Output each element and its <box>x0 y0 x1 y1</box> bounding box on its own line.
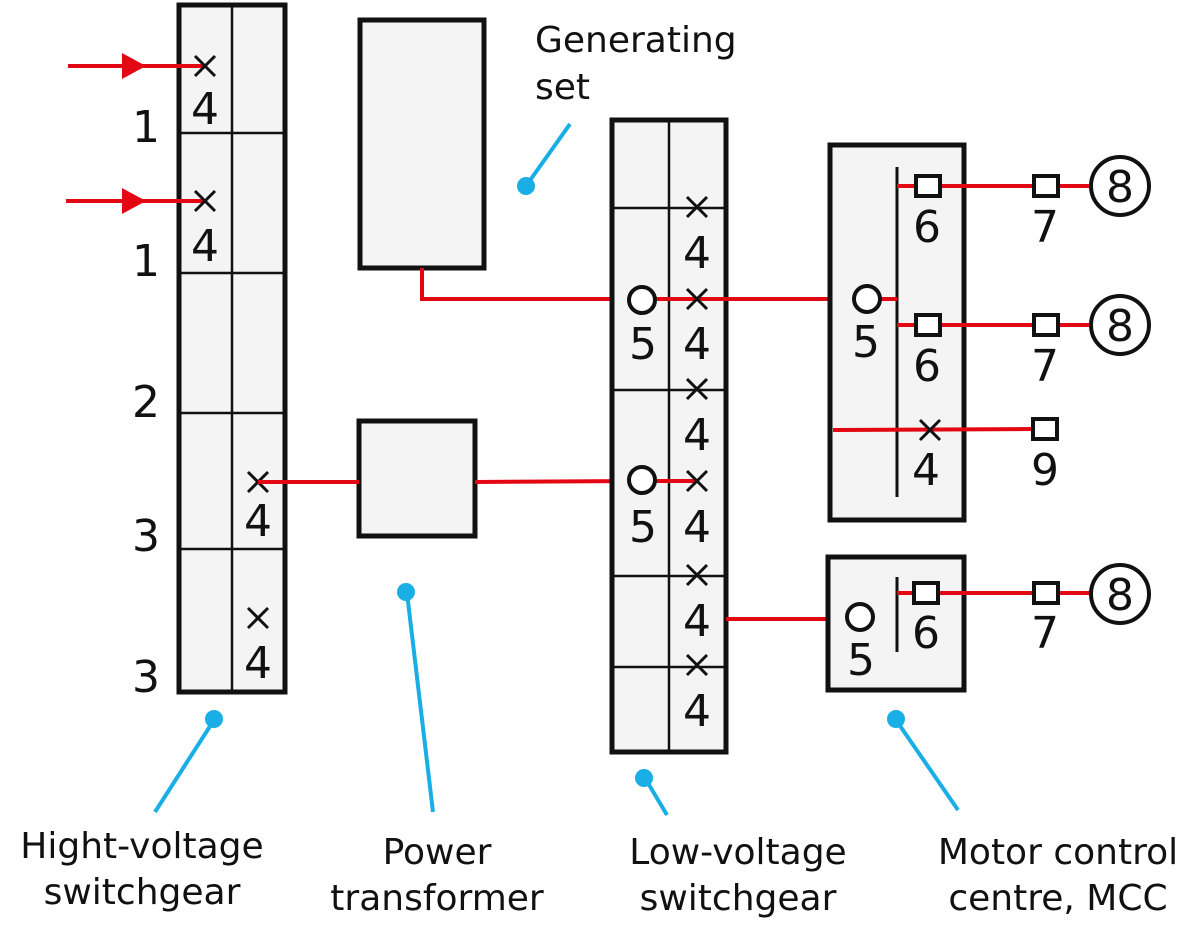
motor-icon <box>1089 294 1151 356</box>
lv-switchgear-label-line1: Low-voltage <box>629 832 846 873</box>
contactor-number: 6 <box>912 608 940 659</box>
circuit-breaker-icon <box>918 418 942 442</box>
mcc-lower: 5 6 <box>825 554 1090 693</box>
disconnector-icon <box>852 284 882 314</box>
mcc-leader-line <box>894 718 960 812</box>
circuit-breaker-icon <box>685 469 709 493</box>
generator-wire <box>420 268 640 301</box>
mcc-upper: 5 6 6 4 <box>827 142 1090 523</box>
motor-number: 8 <box>1106 301 1134 352</box>
motor-icon <box>1089 563 1151 625</box>
overload-relay-icon <box>1032 581 1060 605</box>
contactor-icon <box>912 581 940 605</box>
circuit-breaker-icon <box>685 563 709 587</box>
contactor-number: 6 <box>913 341 941 392</box>
circuit-breaker-icon <box>193 54 217 78</box>
socket-outlet-number: 9 <box>1031 445 1059 496</box>
mcc-leader-dot <box>887 710 905 728</box>
hv-leader-line <box>153 718 216 814</box>
incoming-arrow-icon <box>122 188 146 214</box>
hv-breaker-number: 4 <box>191 84 219 135</box>
mcc-label-line1: Motor control <box>938 832 1178 873</box>
overload-relay-icon <box>1032 174 1060 198</box>
motor-icon <box>1089 155 1151 217</box>
hv-row-number: 3 <box>132 511 160 562</box>
generating-set-label-line2: set <box>535 67 590 108</box>
power-transformer <box>258 418 641 539</box>
circuit-breaker-icon <box>193 189 217 213</box>
power-transformer-label-line2: transformer <box>330 878 544 919</box>
incoming-arrow-icon <box>122 53 146 79</box>
lv-breaker-number: 4 <box>683 502 711 553</box>
hv-breaker-number: 4 <box>191 221 219 272</box>
pt-leader-dot <box>397 583 415 601</box>
contactor-icon <box>914 174 942 198</box>
hv-switchgear-label-line1: Hight-voltage <box>20 826 263 867</box>
hv-switchgear-label-line2: switchgear <box>44 872 241 913</box>
mcc-breaker-number: 4 <box>912 445 940 496</box>
lv-leader-dot <box>635 769 653 787</box>
overload-relay-number: 7 <box>1031 341 1059 392</box>
motor-number: 8 <box>1106 162 1134 213</box>
disconnector-icon <box>627 285 657 315</box>
hv-row-number: 3 <box>132 652 160 703</box>
mcc-label-line2: centre, MCC <box>948 878 1167 919</box>
lv-disconnector-number: 5 <box>629 319 657 370</box>
circuit-breaker-icon <box>685 287 709 311</box>
contactor-icon <box>914 313 942 337</box>
lv-disconnector-number: 5 <box>629 502 657 553</box>
lv-breaker-number: 4 <box>683 410 711 461</box>
generating-set-box <box>357 17 487 271</box>
lv-switchgear: 5 5 4 4 4 4 4 4 <box>609 117 868 755</box>
hv-row-number: 1 <box>132 236 160 287</box>
disconnector-icon <box>627 465 657 495</box>
overload-relay-number: 7 <box>1031 608 1059 659</box>
hv-row-number: 1 <box>132 102 160 153</box>
overload-relay-icon <box>1032 313 1060 337</box>
lv-breaker-number: 4 <box>683 319 711 370</box>
hv-breaker-number: 4 <box>244 496 272 547</box>
generating-set-label-line1: Generating <box>535 20 737 61</box>
contactor-number: 6 <box>913 202 941 253</box>
motor-number: 8 <box>1106 570 1134 621</box>
hv-row-number: 2 <box>132 377 160 428</box>
socket-outlet-icon <box>1031 417 1059 441</box>
gen-leader-dot <box>517 177 535 195</box>
mcc-disconnector-number: 5 <box>852 317 880 368</box>
lv-switchgear-label-line2: switchgear <box>640 878 837 919</box>
lv-breaker-number: 4 <box>683 596 711 647</box>
overload-relay-number: 7 <box>1031 202 1059 253</box>
power-transformer-box <box>356 418 478 539</box>
lv-breaker-number: 4 <box>683 686 711 737</box>
leader-lines <box>153 122 960 817</box>
power-transformer-label-line1: Power <box>383 832 492 873</box>
circuit-breaker-icon <box>685 195 709 219</box>
hv-leader-dot <box>205 710 223 728</box>
component-labels: Generating set Hight-voltage switchgear … <box>20 20 1178 919</box>
spare-feeder-wire <box>832 427 1034 432</box>
outputs: 7 7 7 9 8 8 8 <box>1031 155 1151 659</box>
lv-breaker-number: 4 <box>683 228 711 279</box>
gen-leader-line <box>524 122 572 188</box>
disconnector-icon <box>845 602 875 632</box>
hv-switchgear: 4 4 4 4 1 1 2 3 3 <box>66 2 288 703</box>
circuit-breaker-icon <box>246 606 270 630</box>
generating-set <box>357 17 640 301</box>
pt-leader-line <box>405 592 435 813</box>
circuit-breaker-icon <box>685 653 709 677</box>
hv-breaker-number: 4 <box>244 638 272 689</box>
circuit-breaker-icon <box>685 377 709 401</box>
mcc-disconnector-number: 5 <box>847 635 875 686</box>
